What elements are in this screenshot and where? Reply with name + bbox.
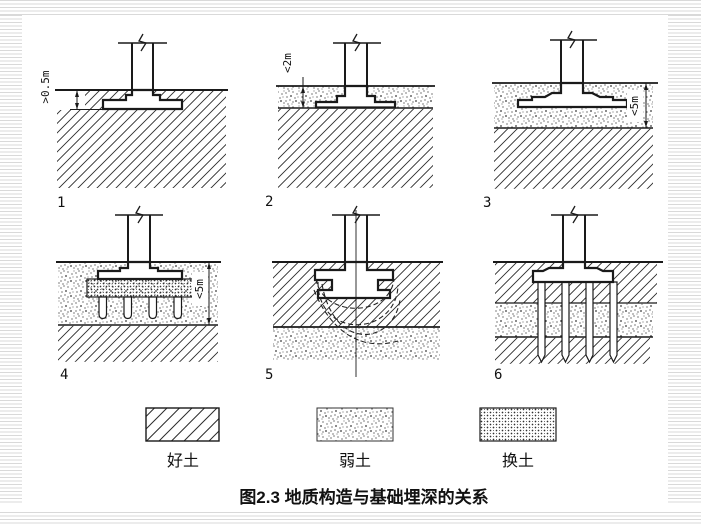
good-soil-region [278,108,433,188]
panel-2: <2m 2 [265,33,435,210]
dimension: <5m [192,262,211,325]
column [344,215,368,262]
panel-1: >0.5m 1 [39,33,228,211]
stepped-footing [313,260,395,300]
legend-swatch-good-soil [145,407,220,442]
dimension-text: <5m [628,96,641,116]
break-zigzag-icon [567,30,577,49]
panel-6: 6 [493,205,663,383]
footing [531,260,615,284]
pinstripe-border-bottom [0,512,701,524]
break-zigzag-icon [138,33,148,52]
short-piles [98,296,183,320]
break-zigzag-icon [352,33,362,52]
panel-number: 1 [57,195,65,211]
dimension-text: <5m [193,279,206,299]
legend-swatch-replaced-soil [479,407,557,442]
panel-number: 3 [483,195,491,211]
legend: 好土 弱土 换土 [145,407,557,470]
panel-5: 5 [265,205,443,383]
dimension-text: >0.5m [39,70,52,103]
legend-label-weak-soil: 弱土 [339,452,371,470]
pressure-bulb-dashed-arcs [313,278,401,345]
column [560,40,584,83]
weak-soil-layer [273,327,440,360]
legend-label-replaced-soil: 换土 [502,452,534,470]
dimension-text: <2m [281,53,294,73]
panel-number: 2 [265,194,273,210]
long-piles [537,281,618,364]
panel-number: 6 [494,367,502,383]
column [131,43,154,90]
replaced-soil-cushion [86,278,194,298]
weak-soil-layer [495,303,653,337]
legend-label-good-soil: 好土 [167,452,199,470]
column [344,43,368,86]
dimension: <5m [627,83,648,128]
figure-caption: 图2.3 地质构造与基础埋深的关系 [239,487,488,507]
break-zigzag-icon [570,205,580,224]
dimension: >0.5m [39,70,102,110]
pinstripe-border-right [668,15,701,505]
column [562,215,586,268]
panel-4: <5m 4 [56,205,221,383]
good-soil-region [494,128,653,189]
panel-number: 4 [60,367,68,383]
legend-swatch-weak-soil [316,407,394,442]
pinstripe-border-left [0,15,22,505]
pinstripe-border-top [0,0,701,15]
panel-3: <5m 3 [483,30,658,211]
good-soil-region [58,325,218,362]
good-soil-bottom-layer [495,337,650,364]
good-soil-region [57,90,226,188]
panel-number: 5 [265,367,273,383]
break-zigzag-icon [352,205,362,224]
break-zigzag-icon [135,205,145,224]
footing [101,88,184,111]
column [127,215,151,262]
footing [314,84,397,109]
dimension: <2m [281,53,305,108]
